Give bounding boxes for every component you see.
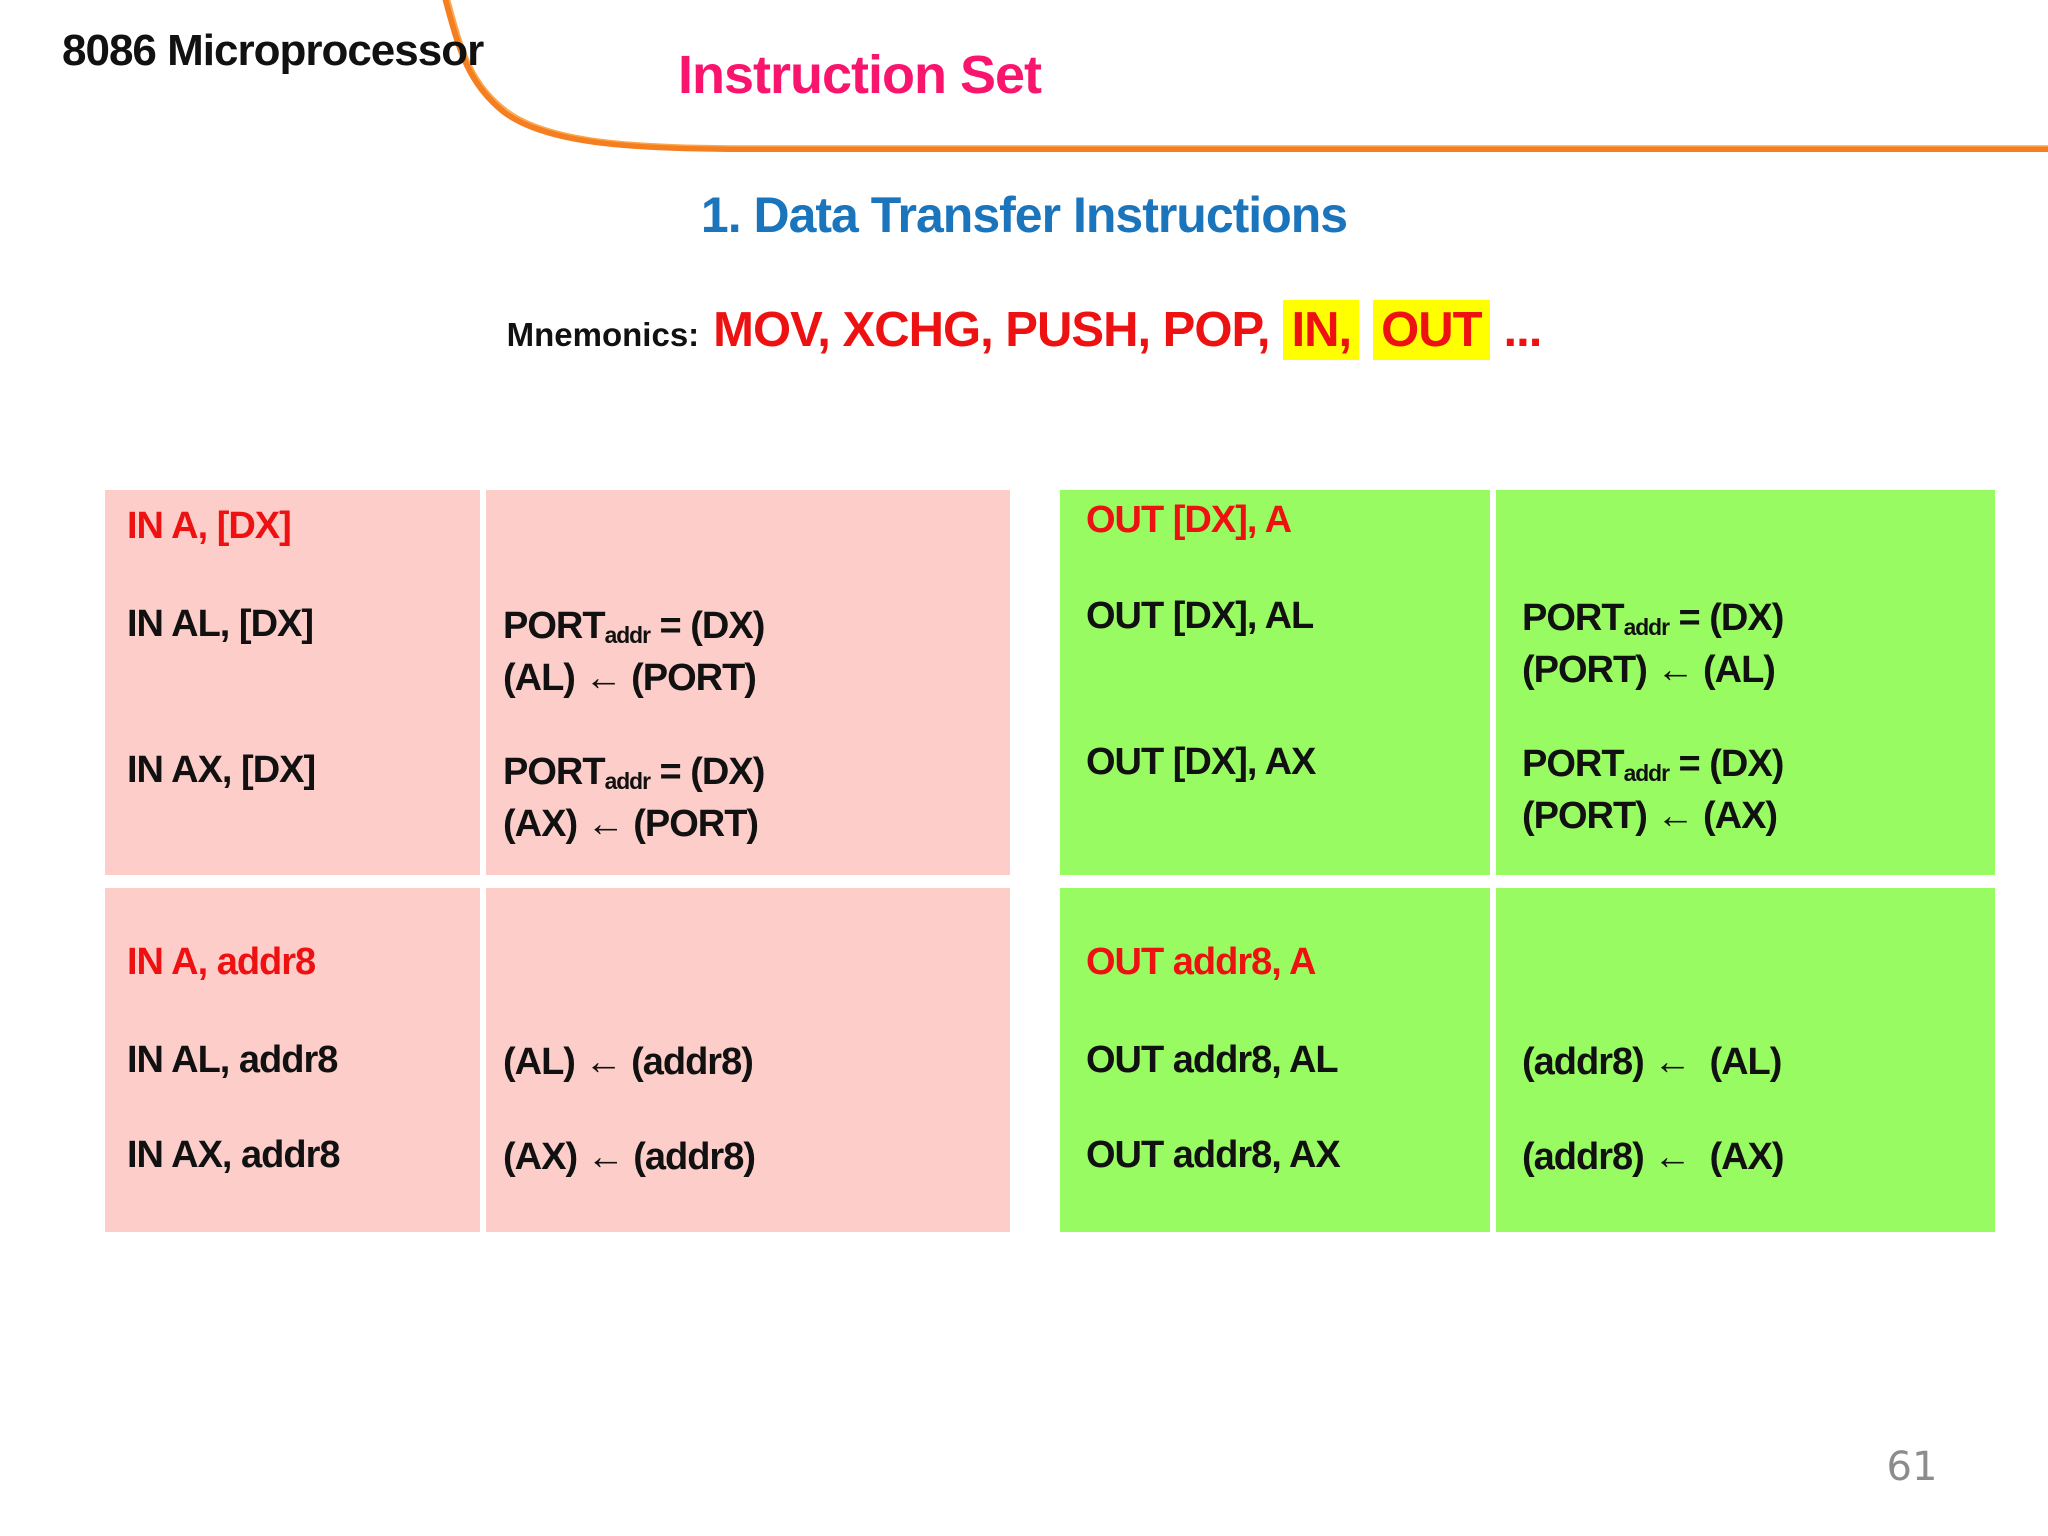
mnemonics-line: Mnemonics: MOV, XCHG, PUSH, POP, IN, OUT…: [0, 300, 2048, 360]
table-header: IN A, [DX]: [127, 505, 292, 547]
formula: (AL) ← (addr8): [503, 1041, 754, 1083]
mnemonic-out-highlighted: OUT: [1373, 300, 1490, 360]
formula: PORTaddr = (DX) (PORT) ← (AX): [1522, 743, 1784, 837]
column-divider: [1490, 888, 1496, 1232]
instruction: OUT [DX], AX: [1086, 741, 1316, 783]
column-divider: [480, 888, 486, 1232]
column-divider: [480, 490, 486, 875]
mnemonics-ellipsis: ...: [1503, 303, 1543, 357]
instruction: IN AL, addr8: [127, 1039, 338, 1081]
column-divider: [1490, 490, 1496, 875]
instruction: OUT [DX], AL: [1086, 595, 1314, 637]
formula: PORTaddr = (DX) (AX) ← (PORT): [503, 751, 765, 845]
out-dx-table: OUT [DX], A OUT [DX], AL PORTaddr = (DX)…: [1060, 490, 1995, 875]
table-header: IN A, addr8: [127, 941, 316, 983]
in-dx-table: IN A, [DX] IN AL, [DX] PORTaddr = (DX) (…: [105, 490, 1010, 875]
formula: (AX) ← (addr8): [503, 1136, 756, 1178]
instruction: OUT addr8, AX: [1086, 1134, 1341, 1176]
mnemonics-label: Mnemonics:: [506, 316, 700, 353]
in-addr8-table: IN A, addr8 IN AL, addr8 (AL) ← (addr8) …: [105, 888, 1010, 1232]
instruction: IN AL, [DX]: [127, 603, 314, 645]
course-title: 8086 Microprocessor: [62, 26, 484, 75]
out-addr8-table: OUT addr8, A OUT addr8, AL (addr8) ← (AL…: [1060, 888, 1995, 1232]
page-number: 61: [1886, 1444, 1938, 1490]
formula: PORTaddr = (DX) (AL) ← (PORT): [503, 605, 765, 699]
instruction: IN AX, [DX]: [127, 749, 316, 791]
section-heading: 1. Data Transfer Instructions: [700, 187, 1348, 243]
formula: (addr8) ← (AL): [1522, 1041, 1782, 1083]
mnemonics-list: MOV, XCHG, PUSH, POP,: [713, 303, 1270, 357]
instruction: IN AX, addr8: [127, 1134, 341, 1176]
mnemonic-in-highlighted: IN,: [1283, 300, 1360, 360]
formula: (addr8) ← (AX): [1522, 1136, 1785, 1178]
table-header: OUT addr8, A: [1086, 941, 1316, 983]
instruction: OUT addr8, AL: [1086, 1039, 1339, 1081]
slide-title: Instruction Set: [678, 45, 1042, 105]
table-header: OUT [DX], A: [1086, 499, 1292, 541]
decorative-curve: [442, 0, 2048, 152]
formula: PORTaddr = (DX) (PORT) ← (AL): [1522, 597, 1784, 691]
